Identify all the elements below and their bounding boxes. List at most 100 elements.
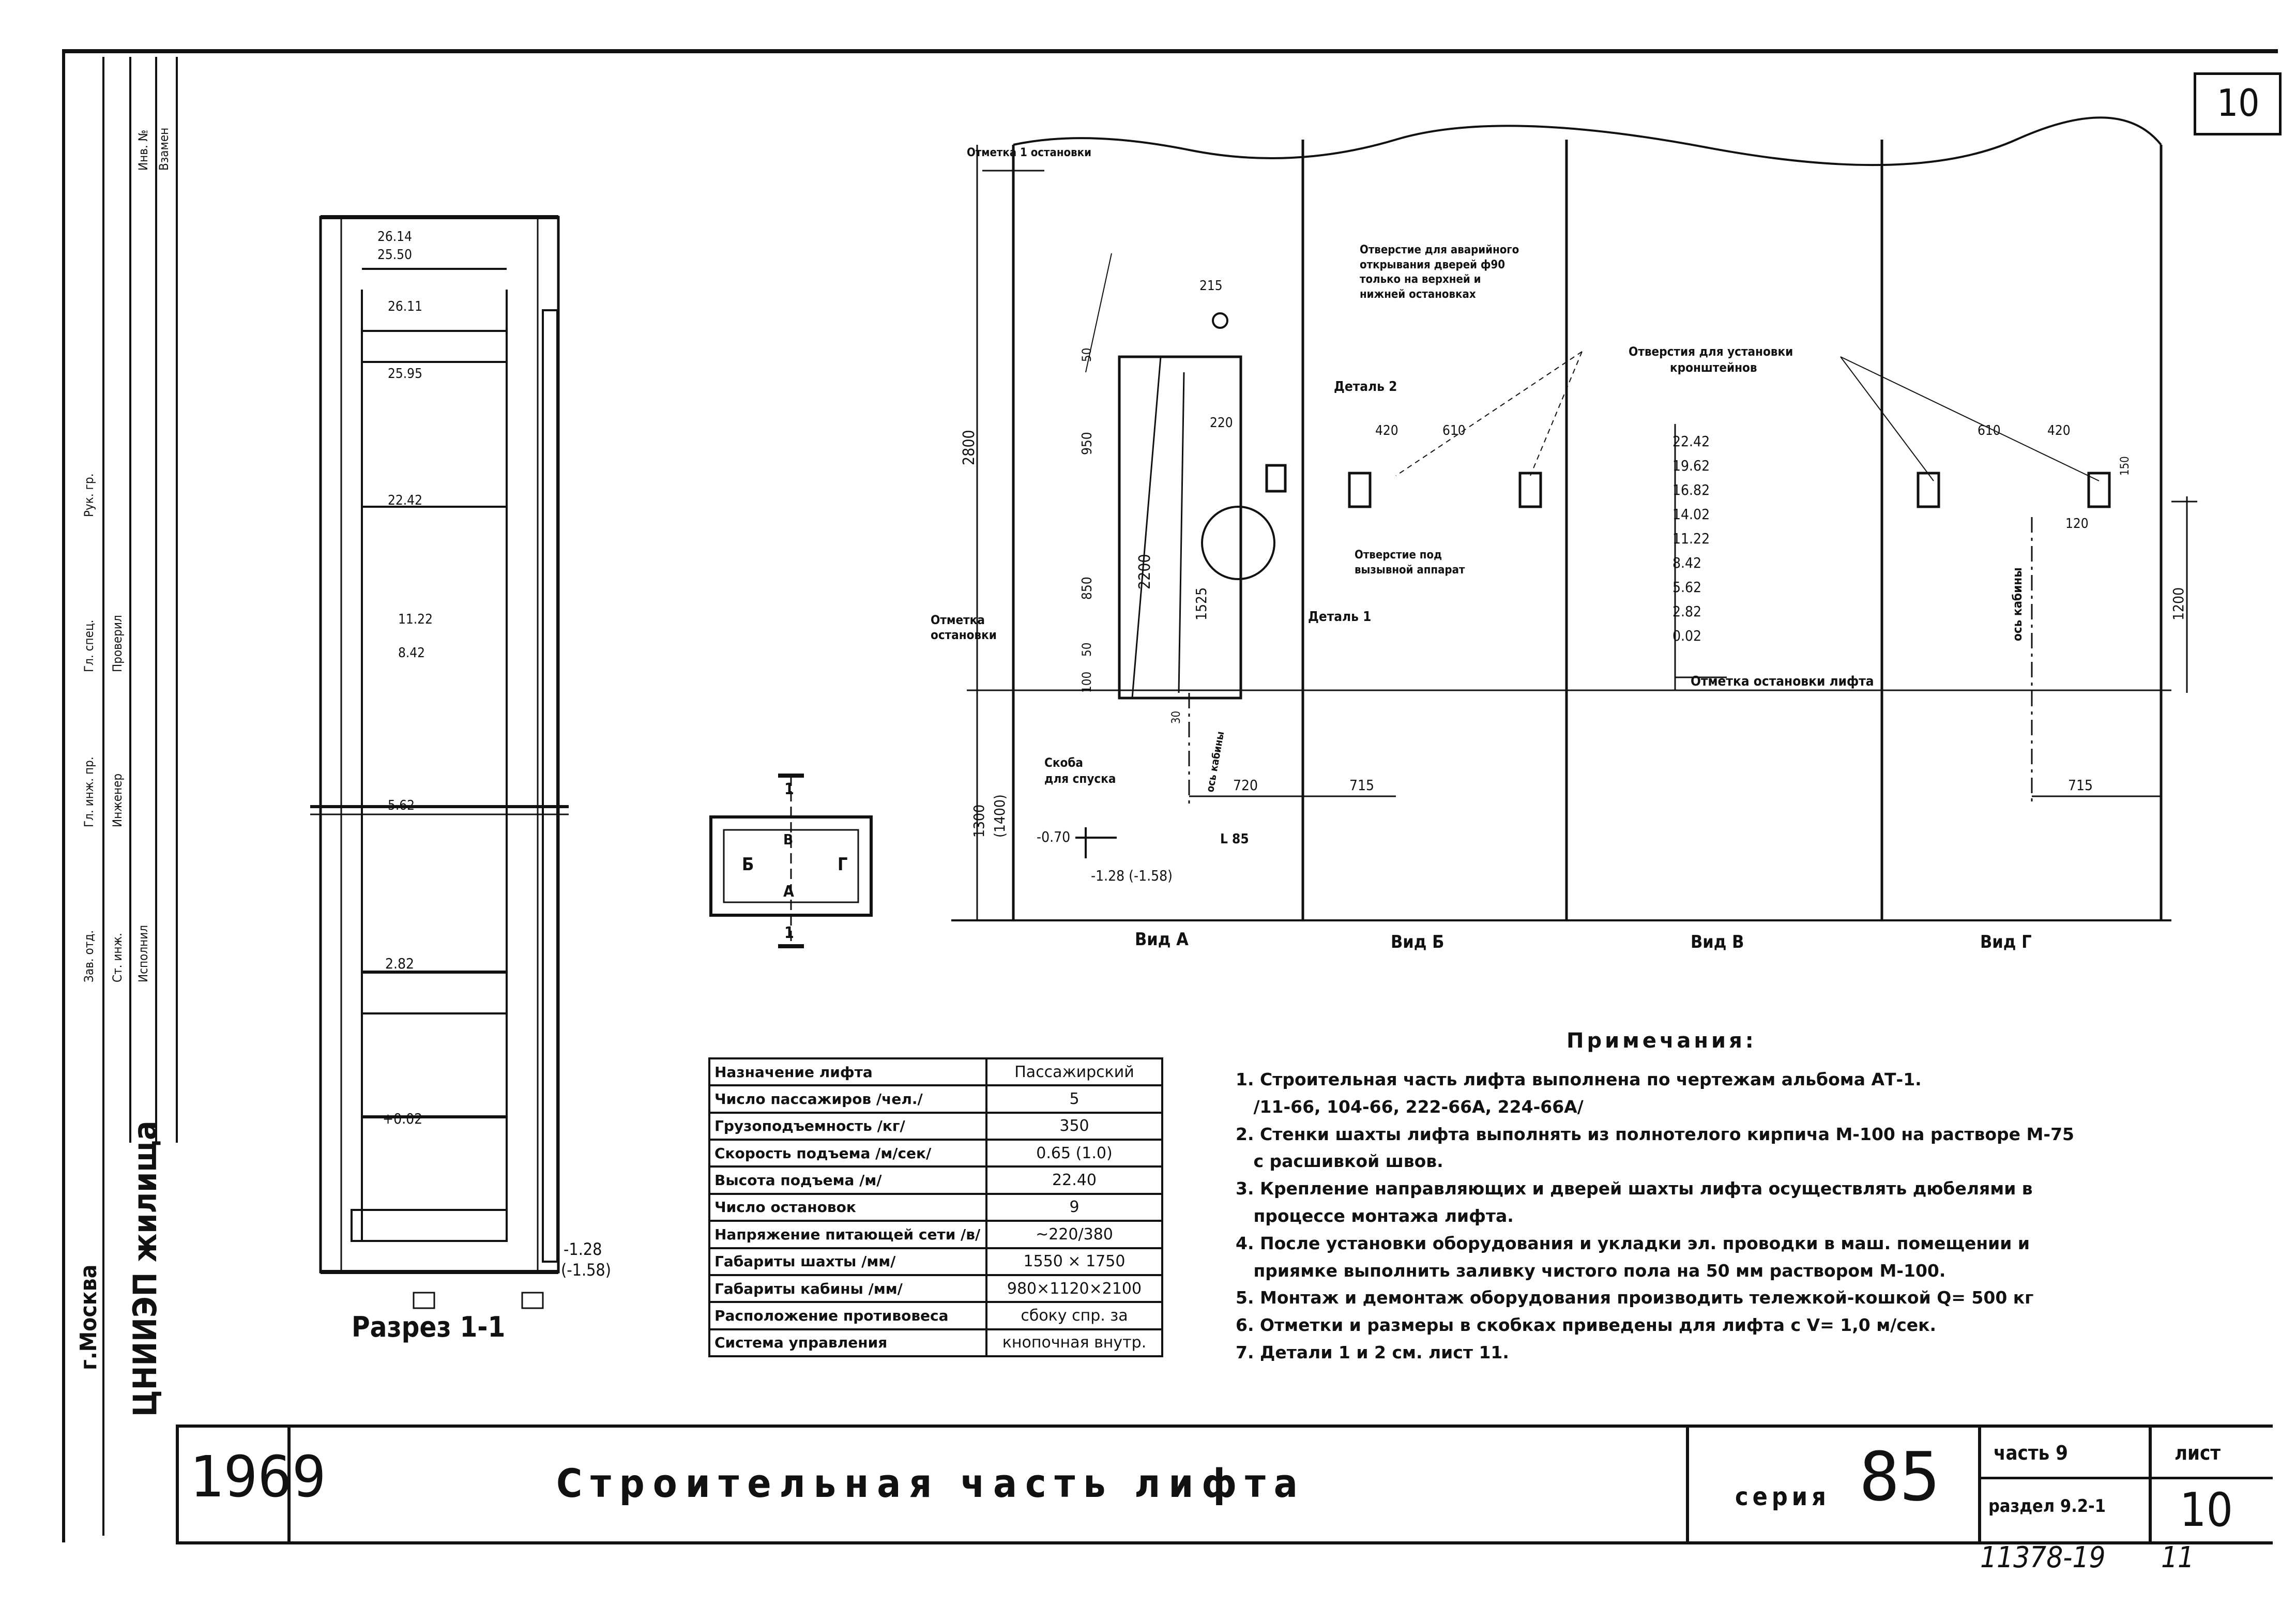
dim-715a: 715 — [1349, 777, 1375, 794]
sheet-frame — [62, 49, 2278, 1542]
view-label-b: Вид Б — [1391, 932, 1444, 952]
section-level: 25.95 — [388, 366, 422, 382]
dim-850: 850 — [1079, 577, 1095, 600]
note-line: Отметка — [931, 613, 985, 627]
dim-100: 100 — [1079, 671, 1094, 693]
note-line: для спуска — [1044, 771, 1116, 786]
section-level: 26.11 — [388, 299, 422, 314]
key-plan-label: 1 — [784, 780, 794, 798]
bracket-note: Скоба для спуска — [1044, 755, 1116, 787]
year: 1969 — [189, 1444, 326, 1510]
note-item: /11-66, 104-66, 222-66А, 224-66А/ — [1236, 1096, 1584, 1117]
dim-610b: 610 — [1978, 423, 2001, 438]
title-block-divider — [2149, 1477, 2273, 1479]
note-item: 2. Стенки шахты лифта выполнять из полно… — [1236, 1124, 2075, 1144]
table-cell: 0.65 (1.0) — [985, 1139, 1163, 1168]
notes-heading: Примечания: — [1567, 1029, 1757, 1053]
table-cell: Габариты шахты /мм/ — [708, 1247, 987, 1276]
table-row: Число пассажиров /чел./5 — [708, 1084, 1163, 1114]
floor-mark: 5.62 — [1672, 579, 1702, 596]
title-block-divider — [2149, 1428, 2152, 1541]
stamp-divider — [129, 57, 131, 1143]
table-cell: Напряжение питающей сети /в/ — [708, 1220, 987, 1249]
floor-mark: 11.22 — [1672, 530, 1710, 548]
note-line: Отверстие под — [1355, 549, 1442, 562]
key-plan-label: Б — [742, 854, 754, 875]
table-cell: Высота подъема /м/ — [708, 1165, 987, 1195]
key-plan-label: 1 — [784, 924, 794, 942]
stamp-divider — [176, 57, 178, 1143]
title-block-divider — [287, 1428, 291, 1541]
section-level: (-1.58) — [561, 1260, 611, 1280]
table-cell: Число пассажиров /чел./ — [708, 1084, 987, 1114]
note-line: кронштейнов — [1670, 360, 1757, 375]
note-item: 6. Отметки и размеры в скобках приведены… — [1236, 1315, 1937, 1336]
dim-715b: 715 — [2068, 777, 2093, 794]
note-line: остановки — [931, 627, 997, 642]
table-cell: Пассажирский — [985, 1057, 1163, 1087]
table-cell: 1550 × 1750 — [985, 1247, 1163, 1276]
table-row: Габариты кабины /мм/980×1120×2100 — [708, 1274, 1163, 1304]
stamp-divider — [155, 57, 157, 1143]
floor-mark: 2.82 — [1672, 603, 1702, 620]
note-item: 5. Монтаж и демонтаж оборудования произв… — [1236, 1287, 2034, 1308]
section-level: 22.42 — [388, 493, 422, 508]
view-label-g: Вид Г — [1980, 932, 2032, 952]
table-row: Высота подъема /м/22.40 — [708, 1165, 1163, 1195]
section-level: 11.22 — [398, 612, 433, 627]
section-caption: Разрез 1-1 — [352, 1311, 506, 1343]
dim-1400: (1400) — [991, 794, 1008, 838]
part-label: часть 9 — [1994, 1442, 2068, 1464]
table-row: Скорость подъема /м/сек/0.65 (1.0) — [708, 1139, 1163, 1168]
note-line: нижней остановках — [1360, 287, 1476, 301]
dim-50a: 50 — [1079, 347, 1094, 362]
dim-150: 150 — [2119, 456, 2132, 476]
section-level: 5.62 — [388, 798, 415, 813]
table-cell: Грузоподъемность /кг/ — [708, 1111, 987, 1141]
table-cell: Система управления — [708, 1328, 987, 1358]
detail-2-label: Деталь 2 — [1334, 379, 1397, 395]
series-number: 85 — [1859, 1437, 1940, 1516]
title-block: 1969 Строительная часть лифта серия 85 ч… — [176, 1425, 2273, 1544]
note-line: Отверстие для аварийного — [1360, 244, 1519, 256]
elevation-views-drawing — [951, 116, 2197, 921]
table-row: Напряжение питающей сети /в/~220/380 — [708, 1220, 1163, 1249]
corner-sheet-number-box: 10 — [2194, 72, 2282, 135]
note-line: открывания дверей ф90 — [1360, 258, 1506, 271]
view-label-a: Вид А — [1135, 929, 1189, 950]
floor-marks-list: 22.42 19.62 16.82 14.02 11.22 8.42 5.62 … — [1672, 429, 1710, 648]
table-row: Габариты шахты /мм/1550 × 1750 — [708, 1247, 1163, 1276]
section-level: +0.02 — [383, 1110, 423, 1127]
mark-128: -1.28 (-1.58) — [1091, 867, 1173, 884]
note-item: приямке выполнить заливку чистого пола н… — [1236, 1260, 1946, 1281]
note-item: 1. Строительная часть лифта выполнена по… — [1236, 1069, 1922, 1089]
dim-1525: 1525 — [1193, 587, 1210, 620]
note-item: 3. Крепление направляющих и дверей шахты… — [1236, 1178, 2033, 1199]
stop-mark-left: Отметка остановки — [931, 613, 997, 643]
dim-2200: 2200 — [1136, 554, 1154, 589]
key-plan-drawing — [709, 774, 873, 948]
angle-label: L 85 — [1220, 831, 1249, 847]
section-level: -1.28 — [564, 1239, 602, 1259]
key-plan-label: А — [783, 883, 794, 901]
archive-page: 11 — [2161, 1541, 2195, 1574]
dim-50b: 50 — [1079, 642, 1094, 657]
series-label: серия — [1735, 1482, 1830, 1511]
dim-950: 950 — [1079, 432, 1095, 455]
note-item: с расшивкой швов. — [1236, 1151, 1443, 1172]
dim-2800: 2800 — [960, 430, 978, 465]
title-block-divider — [1978, 1428, 1981, 1541]
table-row: Грузоподъемность /кг/350 — [708, 1111, 1163, 1141]
call-hole-note: Отверстие под вызывной аппарат — [1355, 548, 1465, 578]
note-item: 4. После установки оборудования и укладк… — [1236, 1233, 2030, 1253]
floor-mark: 0.02 — [1672, 627, 1702, 645]
top-mark-label: Отметка 1 остановки — [967, 146, 1091, 159]
table-cell: 9 — [985, 1192, 1163, 1222]
table-cell: 350 — [985, 1111, 1163, 1141]
dim-420a: 420 — [1375, 423, 1398, 438]
view-label-v: Вид В — [1691, 932, 1744, 952]
floor-mark: 16.82 — [1672, 481, 1710, 499]
